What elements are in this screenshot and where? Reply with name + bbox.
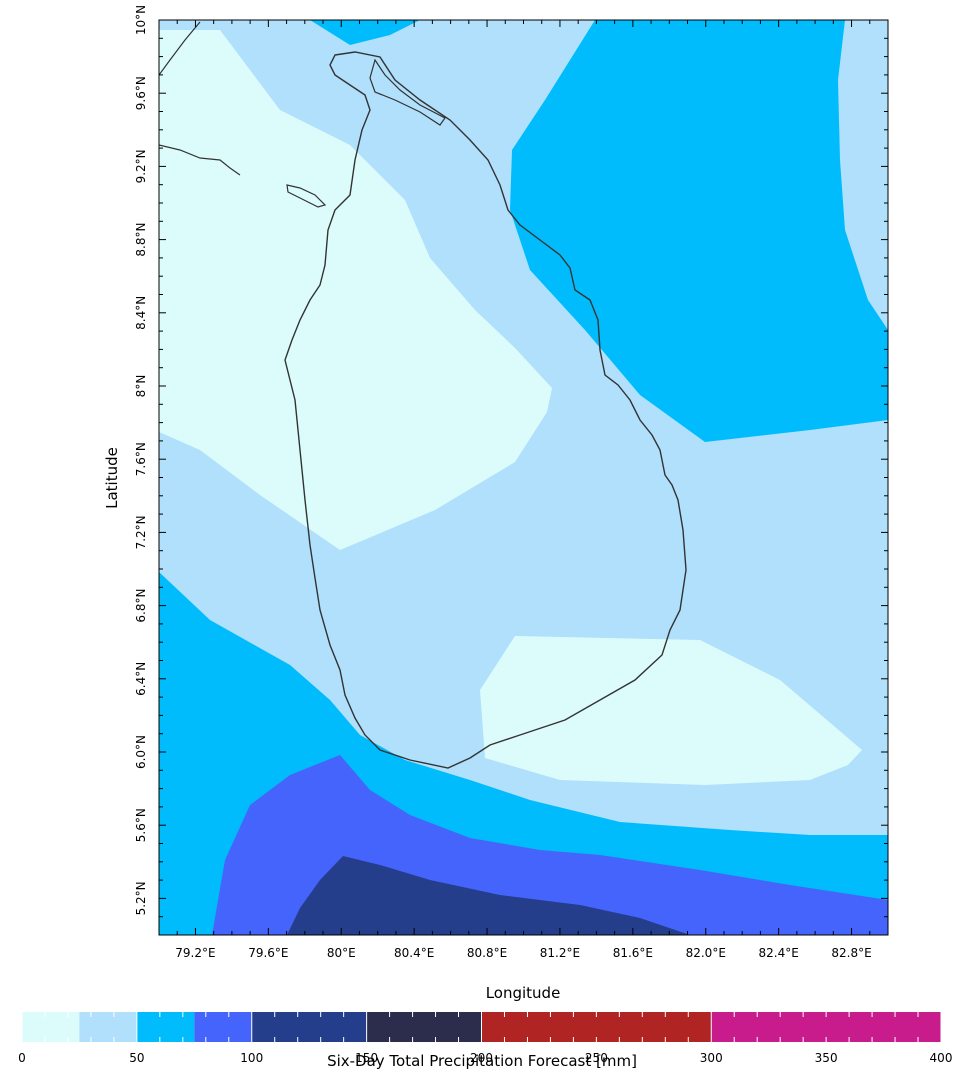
lat-tick-label: 5.6°N — [134, 808, 148, 842]
colorbar-label: 50 — [129, 1051, 144, 1065]
indian-coast-north — [159, 21, 201, 76]
colorbar-bin — [366, 1012, 482, 1042]
precip-band-0-25-west — [159, 30, 552, 550]
precip-band-50-75-north-edge — [310, 20, 420, 45]
lat-tick-label: 8.8°N — [134, 223, 148, 257]
colorbar-label: 300 — [700, 1051, 723, 1065]
jaffna-lagoon-outline — [369, 58, 446, 126]
longitude-ticks: 79.2°E 79.6°E 80°E 80.4°E 80.8°E 81.2°E 81.6°E… — [158, 20, 889, 960]
colorbar-bin — [194, 1012, 252, 1042]
lon-tick-label: 82.0°E — [686, 946, 726, 960]
lat-tick-label: 6.4°N — [134, 662, 148, 696]
lon-tick-label: 80.4°E — [394, 946, 434, 960]
colorbar-bin — [136, 1012, 195, 1042]
precip-band-100-150 — [287, 856, 690, 935]
precip-band-50-75-northeast — [510, 20, 888, 442]
lat-tick-label: 5.2°N — [134, 881, 148, 915]
lat-tick-label: 10°N — [134, 5, 148, 35]
colorbar-label: 150 — [355, 1051, 378, 1065]
colorbar-label: 200 — [470, 1051, 493, 1065]
lon-tick-label: 80.8°E — [467, 946, 507, 960]
lat-tick-label: 9.6°N — [134, 76, 148, 110]
lon-tick-label: 79.2°E — [175, 946, 215, 960]
lat-tick-label: 8.4°N — [134, 296, 148, 330]
latitude-ticks: 5.2°N 5.6°N 6.0°N 6.4°N 6.8°N 7.2°N 7.6°N 8°N 8.… — [134, 5, 888, 936]
lon-tick-label: 80°E — [327, 946, 356, 960]
lon-tick-label: 82.8°E — [831, 946, 871, 960]
colorbar-label: 350 — [815, 1051, 838, 1065]
lat-tick-label: 8°N — [134, 375, 148, 398]
lat-tick-label: 9.2°N — [134, 149, 148, 183]
y-axis-title: Latitude — [103, 447, 121, 509]
colorbar-label: 400 — [930, 1051, 953, 1065]
colorbar-label: 0 — [18, 1051, 26, 1065]
colorbar-label: 100 — [240, 1051, 263, 1065]
colorbar: 0 50 100 150 200 250 300 350 400 — [18, 1012, 952, 1065]
colorbar-label: 250 — [585, 1051, 608, 1065]
lon-tick-label: 82.4°E — [758, 946, 798, 960]
lon-tick-label: 81.2°E — [540, 946, 580, 960]
colorbar-bin — [79, 1012, 137, 1042]
lat-tick-label: 6.8°N — [134, 589, 148, 623]
lat-tick-label: 6.0°N — [134, 735, 148, 769]
lon-tick-label: 81.6°E — [613, 946, 653, 960]
lat-tick-label: 7.2°N — [134, 515, 148, 549]
map-plot-area — [159, 20, 888, 935]
colorbar-title: Six-Day Total Precipitation Forecast [mm… — [327, 1052, 637, 1070]
x-axis-title: Longitude — [486, 984, 561, 1002]
precip-band-0-25-southeast — [480, 636, 862, 785]
indian-coast-west — [159, 144, 241, 176]
colorbar-bin — [251, 1012, 367, 1042]
sri-lanka-coastline — [284, 51, 687, 769]
mannar-island-outline — [286, 184, 327, 208]
colorbar-bin — [22, 1012, 80, 1042]
lon-tick-label: 79.6°E — [248, 946, 288, 960]
lat-tick-label: 7.6°N — [134, 442, 148, 476]
